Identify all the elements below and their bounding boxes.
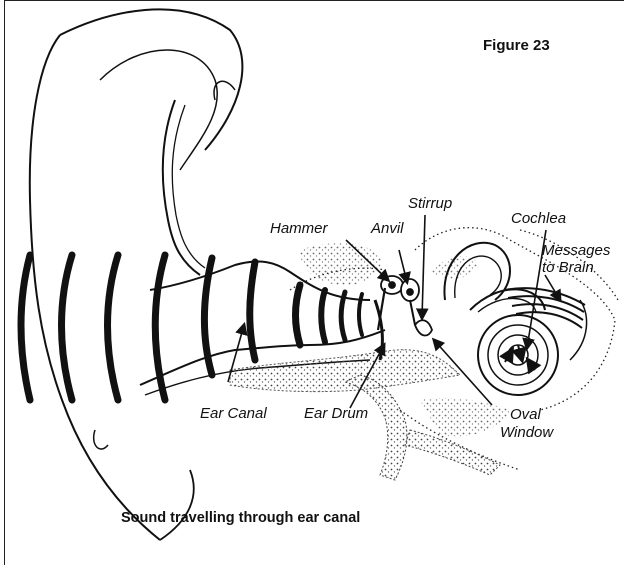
- ossicles: [378, 276, 432, 335]
- oval-window-label-line1: Oval: [510, 406, 542, 423]
- cochlea-spiral: [478, 315, 558, 395]
- ear-canal-label: Ear Canal: [200, 405, 267, 422]
- bone-stipple: [230, 243, 510, 436]
- stirrup-pointer: [422, 215, 425, 318]
- hammer-label: Hammer: [270, 220, 329, 237]
- oval-window-label-line2: Window: [500, 424, 554, 441]
- ear-drum-label: Ear Drum: [304, 405, 368, 422]
- figure-caption: Sound travelling through ear canal: [121, 510, 360, 526]
- cochlea-label: Cochlea: [511, 210, 566, 227]
- messages-label-line1: Messages: [542, 242, 611, 259]
- figure-label: Figure 23: [483, 37, 550, 54]
- stirrup-label: Stirrup: [408, 195, 452, 212]
- stirrup-bone: [415, 320, 432, 335]
- anvil-label: Anvil: [370, 220, 404, 237]
- ear-opening-contour: [163, 100, 205, 275]
- anvil-pointer: [399, 250, 407, 282]
- messages-label-line2: to Brain: [542, 259, 594, 276]
- messages-pointer: [545, 275, 560, 300]
